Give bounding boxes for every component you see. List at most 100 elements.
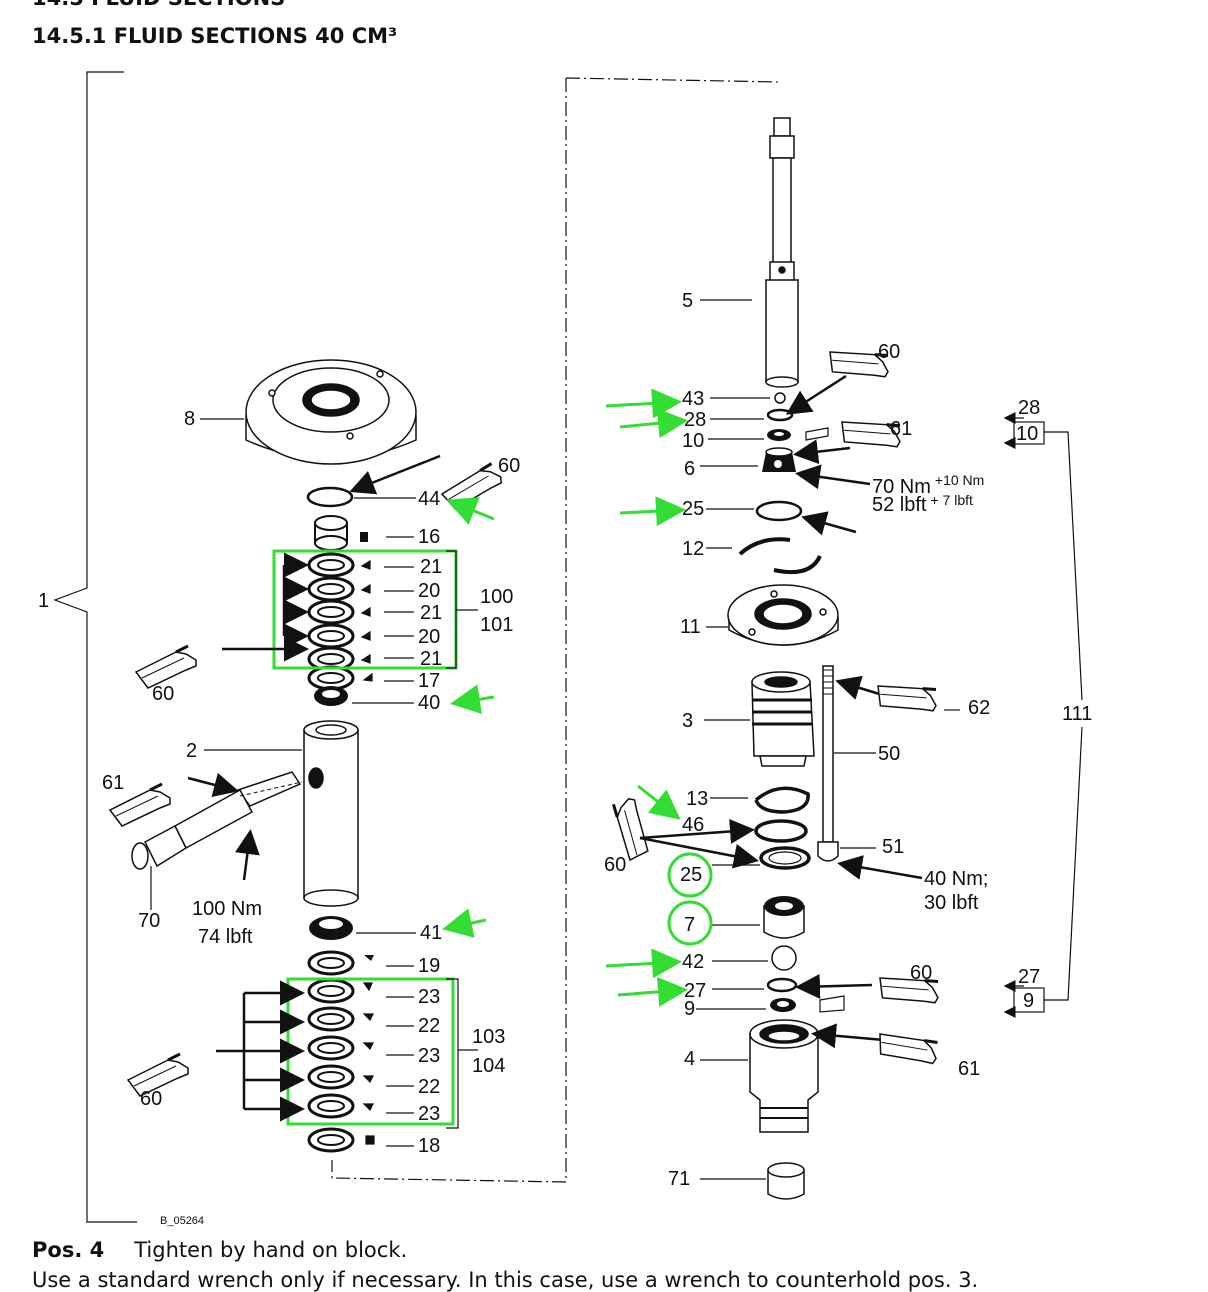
torque-nut-51-lbft: 30 lbft <box>924 892 979 914</box>
label-61-nut: 61 <box>890 418 913 440</box>
tie-rod-50 <box>817 665 839 862</box>
label-22a: 22 <box>418 1015 441 1037</box>
bush-16 <box>314 515 348 551</box>
label-21b: 21 <box>420 602 443 624</box>
label-60-mid: 60 <box>604 854 627 876</box>
label-28: 28 <box>684 409 707 431</box>
label-46: 46 <box>682 814 705 836</box>
ball-42 <box>771 945 797 971</box>
label-16: 16 <box>418 526 441 548</box>
cut-section-heading: 14.5 FLUID SECTIONS <box>32 0 285 10</box>
label-21c: 21 <box>420 648 443 670</box>
label-19: 19 <box>418 955 441 977</box>
washer-9 <box>770 998 796 1012</box>
o-ring-25-upper <box>755 500 803 522</box>
label-70: 70 <box>138 910 161 932</box>
label-40: 40 <box>418 692 441 714</box>
label-43: 43 <box>682 388 705 410</box>
label-42: 42 <box>682 951 705 973</box>
section-title: 14.5.1 FLUID SECTIONS 40 CM³ <box>32 24 398 48</box>
highlight-circle-7 <box>667 900 713 946</box>
o-ring-44 <box>306 486 354 508</box>
torque-nut-51: 40 Nm; <box>924 868 989 890</box>
housing-part-4 <box>749 1019 819 1133</box>
label-11: 11 <box>680 616 701 638</box>
label-60-bottom: 60 <box>140 1088 163 1110</box>
torque-nut-6: 70 Nm+10 Nm <box>872 472 985 498</box>
label-25b: 25 <box>680 864 703 886</box>
cap-part-71 <box>767 1162 805 1200</box>
ring-19 <box>307 950 355 976</box>
bracket-item-1 <box>53 71 137 1223</box>
label-20a: 20 <box>418 580 441 602</box>
assembly-frame <box>331 77 781 1183</box>
label-17: 17 <box>418 670 441 692</box>
label-7: 7 <box>684 914 696 936</box>
label-18: 18 <box>418 1135 441 1157</box>
label-103: 103 <box>472 1026 506 1048</box>
ring-25-lower <box>759 846 811 870</box>
label-12: 12 <box>682 538 705 560</box>
label-60-left: 60 <box>152 683 175 705</box>
label-4: 4 <box>684 1048 696 1070</box>
label-3: 3 <box>682 710 694 732</box>
kit-111-bracket <box>1013 421 1083 1013</box>
o-ring-46 <box>754 819 808 843</box>
cylinder-head-3 <box>751 671 815 767</box>
label-25a: 25 <box>682 498 705 520</box>
label-8: 8 <box>184 408 196 430</box>
nut-41 <box>309 916 353 940</box>
nut-40 <box>314 686 348 706</box>
label-5: 5 <box>682 290 694 312</box>
label-22b: 22 <box>418 1076 441 1098</box>
label-23c: 23 <box>418 1103 441 1125</box>
piston-rod-5 <box>765 117 799 388</box>
cylinder-part-2 <box>303 720 359 907</box>
label-21a: 21 <box>420 556 443 578</box>
ball-43 <box>774 392 786 404</box>
note-pos-label: Pos. 4 <box>32 1238 105 1262</box>
label-6: 6 <box>684 458 696 480</box>
label-23a: 23 <box>418 986 441 1008</box>
label-1: 1 <box>38 590 50 612</box>
snap-ring-13 <box>754 786 810 814</box>
label-20b: 20 <box>418 626 441 648</box>
label-10-kit: 10 <box>1016 423 1039 445</box>
highlight-circle-25 <box>667 852 713 898</box>
label-61-valve: 61 <box>102 772 125 794</box>
label-61-housing: 61 <box>958 1058 981 1080</box>
label-101: 101 <box>480 614 514 636</box>
flange-part-11 <box>727 584 839 646</box>
label-51: 51 <box>882 836 905 858</box>
ring-27 <box>766 977 798 993</box>
note-pos-4: Pos. 4 Tighten by hand on block. <box>32 1238 407 1262</box>
label-28-kit: 28 <box>1018 397 1041 419</box>
figure-code: B_05264 <box>160 1215 205 1227</box>
label-44: 44 <box>418 488 441 510</box>
torque-valve-70: 100 Nm <box>192 898 263 920</box>
label-9-kit: 9 <box>1023 990 1035 1012</box>
label-71: 71 <box>668 1168 691 1190</box>
label-50: 50 <box>878 743 901 765</box>
label-100: 100 <box>480 586 514 608</box>
label-27: 27 <box>684 980 707 1002</box>
label-62: 62 <box>968 697 991 719</box>
label-104: 104 <box>472 1055 506 1077</box>
label-111: 111 <box>1062 703 1093 725</box>
valve-seat-7 <box>763 896 805 939</box>
washer-10 <box>767 429 791 441</box>
label-10: 10 <box>682 430 705 452</box>
split-ring-12 <box>738 537 822 575</box>
label-9: 9 <box>684 998 696 1020</box>
label-60-top: 60 <box>498 455 521 477</box>
note-wrench: Use a standard wrench only if necessary.… <box>32 1268 979 1292</box>
torque-valve-70-lbft: 74 lbft <box>198 926 253 948</box>
note-pos-text: Tighten by hand on block. <box>134 1238 408 1262</box>
torque-nut-6-lbft: 52 lbft+ 7 lbft <box>872 492 973 516</box>
label-60-rod: 60 <box>878 341 901 363</box>
label-27-kit: 27 <box>1018 966 1041 988</box>
label-41: 41 <box>420 922 443 944</box>
flange-part-8 <box>245 359 417 465</box>
label-60-lower: 60 <box>910 962 933 984</box>
